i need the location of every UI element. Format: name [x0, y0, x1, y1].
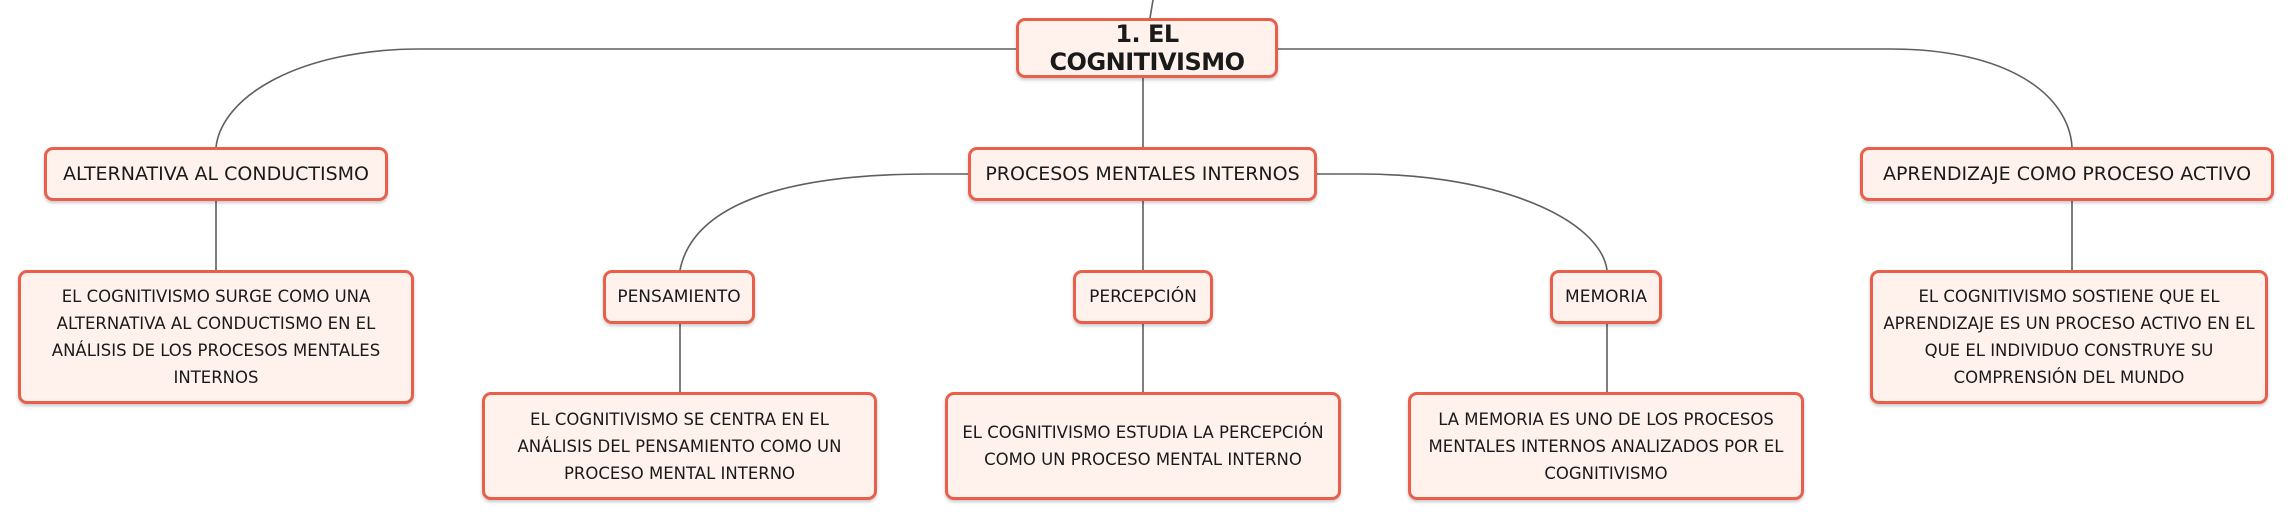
branch-label: PROCESOS MENTALES INTERNOS — [985, 163, 1300, 185]
sub-node-memoria[interactable]: MEMORIA — [1550, 270, 1662, 324]
detail-text: EL COGNITIVISMO SOSTIENE QUE EL APRENDIZ… — [1883, 287, 2255, 387]
sub-label: PERCEPCIÓN — [1089, 287, 1197, 307]
connector-root-to-right — [1278, 48, 2073, 148]
connector-center-to-memoria — [1317, 173, 1608, 271]
sub-node-percepcion[interactable]: PERCEPCIÓN — [1073, 270, 1213, 324]
detail-node-memoria[interactable]: LA MEMORIA ES UNO DE LOS PROCESOS MENTAL… — [1408, 392, 1804, 500]
detail-text: EL COGNITIVISMO SE CENTRA EN EL ANÁLISIS… — [517, 409, 842, 483]
detail-node-alternativa-conductismo[interactable]: EL COGNITIVISMO SURGE COMO UNA ALTERNATI… — [18, 270, 414, 404]
root-label: 1. EL COGNITIVISMO — [1049, 20, 1245, 76]
branch-label: ALTERNATIVA AL CONDUCTISMO — [62, 163, 370, 185]
branch-node-aprendizaje-activo[interactable]: APRENDIZAJE COMO PROCESO ACTIVO — [1860, 147, 2274, 201]
detail-node-pensamiento[interactable]: EL COGNITIVISMO SE CENTRA EN EL ANÁLISIS… — [482, 392, 877, 500]
detail-node-percepcion[interactable]: EL COGNITIVISMO ESTUDIA LA PERCEPCIÓN CO… — [945, 392, 1341, 500]
detail-text: EL COGNITIVISMO ESTUDIA LA PERCEPCIÓN CO… — [962, 423, 1324, 469]
sub-label: MEMORIA — [1565, 287, 1647, 307]
detail-node-aprendizaje-activo[interactable]: EL COGNITIVISMO SOSTIENE QUE EL APRENDIZ… — [1870, 270, 2268, 404]
connector-center-to-pensamiento — [679, 173, 968, 271]
sub-label: PENSAMIENTO — [617, 287, 741, 307]
connector-parent-to-root — [1149, 0, 1154, 19]
branch-node-alternativa-conductismo[interactable]: ALTERNATIVA AL CONDUCTISMO — [44, 147, 388, 201]
branch-label: APRENDIZAJE COMO PROCESO ACTIVO — [1882, 163, 2252, 185]
connector-root-to-left — [215, 48, 1016, 148]
root-node[interactable]: 1. EL COGNITIVISMO — [1016, 18, 1278, 78]
detail-text: LA MEMORIA ES UNO DE LOS PROCESOS MENTAL… — [1428, 409, 1784, 483]
branch-node-procesos-mentales[interactable]: PROCESOS MENTALES INTERNOS — [968, 147, 1317, 201]
sub-node-pensamiento[interactable]: PENSAMIENTO — [603, 270, 755, 324]
detail-text: EL COGNITIVISMO SURGE COMO UNA ALTERNATI… — [51, 287, 381, 387]
